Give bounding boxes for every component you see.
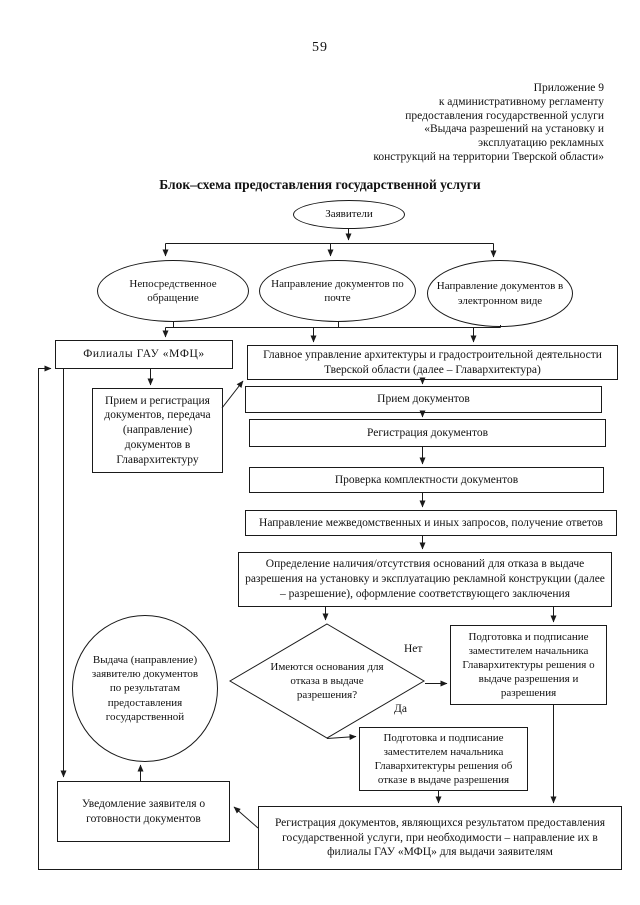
node-completeness-check: Проверка комплектности документов	[249, 467, 604, 493]
node-decision-diamond: Имеются основания для отказа в выдаче ра…	[229, 623, 425, 739]
header-line: к административному регламенту	[438, 95, 604, 108]
node-issuance-to-applicant: Выдача (направление) заявителю документо…	[72, 615, 218, 762]
page-title: Блок–схема предоставления государственно…	[159, 177, 481, 192]
node-document-registration: Регистрация документов	[249, 419, 606, 447]
node-documents-by-mail: Направление документов по почте	[259, 260, 416, 322]
node-interagency-requests: Направление межведомственных и иных запр…	[245, 510, 617, 536]
label-yes: Да	[394, 703, 407, 715]
label-no: Нет	[404, 643, 423, 655]
header-line: Приложение 9	[533, 82, 604, 94]
node-document-reception: Прием документов	[245, 386, 602, 413]
node-documents-electronic: Направление документов в электронном вид…	[427, 260, 573, 327]
header-line: конструкций на территории Тверской облас…	[373, 150, 604, 163]
header-line: «Выдача разрешений на установку и	[424, 123, 604, 136]
node-result-registration: Регистрация документов, являющихся резул…	[258, 806, 622, 870]
header-line: предоставления государственной услуги	[405, 109, 604, 122]
node-glavarchitektura: Главное управление архитектуры и градост…	[247, 345, 618, 380]
node-permit-issue-decision: Подготовка и подписание заместителем нач…	[450, 625, 607, 705]
node-direct-appeal: Непосредственное обращение	[97, 260, 249, 322]
node-mfc-reception-transfer: Прием и регистрация документов, передача…	[92, 388, 223, 473]
page-number: 59	[312, 40, 328, 55]
node-readiness-notification: Уведомление заявителя о готовности докум…	[57, 781, 230, 842]
node-permit-refusal-decision: Подготовка и подписание заместителем нач…	[359, 727, 528, 791]
node-mfc-branches: Филиалы ГАУ «МФЦ»	[55, 340, 233, 369]
header-line: эксплуатацию рекламных	[478, 137, 604, 150]
node-grounds-determination: Определение наличия/отсутствия оснований…	[238, 552, 612, 607]
appendix-header: Приложение 9 к административному регламе…	[284, 82, 604, 165]
node-applicants: Заявители	[293, 200, 405, 229]
decision-question: Имеются основания для отказа в выдаче ра…	[270, 660, 384, 702]
